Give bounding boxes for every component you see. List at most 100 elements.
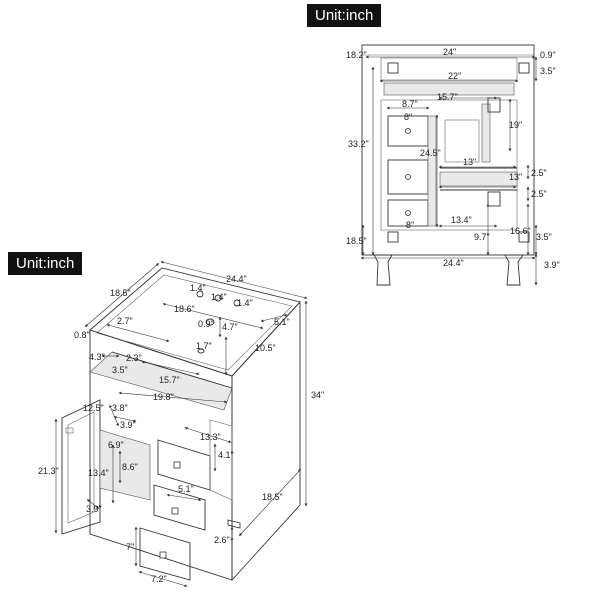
dim-3-9a-iso <box>113 415 137 423</box>
dim-7-2-iso <box>138 571 188 587</box>
label-24-5: 24.5" <box>420 148 441 158</box>
iso-label-18-5b: 18.5" <box>262 492 283 502</box>
leg-left <box>373 254 393 286</box>
label-3-5b: 3.5" <box>536 232 552 242</box>
side-drawer-1 <box>157 439 211 491</box>
dim-24-4-iso <box>160 260 308 300</box>
iso-label-3-9a: 3.9" <box>120 420 136 430</box>
label-3-9: 3.9" <box>544 260 560 270</box>
label-0-9: 0.9" <box>540 50 556 60</box>
iso-label-5-1b: 5.1" <box>178 484 194 494</box>
label-24-4: 24.4" <box>443 258 464 268</box>
dim-18-5-iso <box>84 263 160 327</box>
label-8b: 8" <box>406 220 414 230</box>
drawer-knob-3 <box>405 210 411 216</box>
iso-label-2-3: 2.3" <box>126 353 142 363</box>
drawer-knob-iso-1 <box>173 461 181 469</box>
open-door <box>61 399 101 535</box>
iso-label-0-8: 0.8" <box>74 330 90 340</box>
iso-label-3-5: 3.5" <box>112 365 128 375</box>
dim-18-5b-iso <box>238 468 302 537</box>
dim-18-6-iso <box>162 302 264 330</box>
label-16-6: 16.6" <box>510 226 531 236</box>
iso-label-18-5a: 18.5" <box>110 288 131 298</box>
drawer-knob-iso-2 <box>171 507 179 515</box>
top-right-hole <box>518 62 530 74</box>
iso-label-19-8: 19.8" <box>153 392 174 402</box>
iso-label-2-6: 2.6" <box>214 535 230 545</box>
iso-label-13-3: 13.3" <box>200 432 221 442</box>
label-22: 22" <box>448 71 461 81</box>
label-8a: 8" <box>404 112 412 122</box>
unit-badge-top: Unit:inch <box>307 4 382 27</box>
label-15-7: 15.7" <box>437 92 458 102</box>
inner-shelf-back <box>444 119 480 163</box>
drawer-knob-iso-3 <box>159 551 167 559</box>
dim-13-3-iso <box>184 427 232 443</box>
iso-label-1-4b: 1.4" <box>211 292 227 302</box>
bottom-left-hole <box>387 231 399 243</box>
iso-label-18-6: 18.6" <box>174 304 195 314</box>
unit-badge-left: Unit:inch <box>8 252 83 275</box>
drawer-slide-left <box>427 115 437 227</box>
drawer-runner <box>209 419 233 501</box>
label-8-7: 8.7" <box>402 99 418 109</box>
label-9-7: 9.7" <box>474 232 490 242</box>
label-33-2: 33.2" <box>348 139 369 149</box>
iso-label-7-2: 7.2" <box>151 574 167 584</box>
dim-15-7-iso <box>141 360 200 376</box>
label-18-5: 18.5" <box>346 236 367 246</box>
iso-leg <box>227 519 241 529</box>
iso-label-4-7: 4.7" <box>222 322 238 332</box>
iso-label-2-7: 2.7" <box>117 316 133 326</box>
cabinet-front-outline <box>361 44 535 256</box>
iso-label-4-3: 4.3" <box>89 352 105 362</box>
iso-label-4-1: 4.1" <box>218 450 234 460</box>
door-panel <box>67 411 95 524</box>
hinge-bottom <box>487 191 501 207</box>
label-18-2: 18.2" <box>346 50 367 60</box>
iso-label-6-9: 6.9" <box>108 440 124 450</box>
iso-label-8-6: 8.6" <box>122 462 138 472</box>
drawer-knob-2 <box>405 174 411 180</box>
dim-2-7-iso <box>106 323 170 343</box>
iso-label-24-4: 24.4" <box>226 274 247 284</box>
iso-label-5-1a: 5.1" <box>274 317 290 327</box>
dim-5-1-iso <box>260 313 288 323</box>
leg-right <box>504 254 524 286</box>
label-19: 19" <box>509 120 522 130</box>
iso-label-21-3: 21.3" <box>38 466 59 476</box>
shelf-board <box>439 171 518 187</box>
drawer-knob-1 <box>405 128 411 134</box>
iso-label-0-9: 0.9" <box>198 319 214 329</box>
iso-label-3-9b: 3.9" <box>86 504 102 514</box>
overflow-hole <box>197 348 205 354</box>
iso-label-10-5: 10.5" <box>255 343 276 353</box>
dim-19-8-iso <box>118 391 228 404</box>
iso-label-34: 34" <box>311 390 324 400</box>
flip-drawer <box>383 82 515 96</box>
iso-label-15-7: 15.7" <box>159 375 180 385</box>
iso-label-1-4c: 1.4" <box>237 298 253 308</box>
dim-3-9b-iso <box>86 499 100 509</box>
label-2-5b: 2.5" <box>531 189 547 199</box>
label-13b: 13" <box>509 172 522 182</box>
iso-label-1-7: 1.7" <box>196 341 212 351</box>
iso-label-7: 7" <box>126 542 134 552</box>
front-view: 18.2" 24" 0.9" 3.5" 22" 8.7" 15.7" 33.2"… <box>346 44 560 286</box>
interior-bay <box>380 99 518 231</box>
dim-5-1b-iso <box>166 493 202 502</box>
label-24: 24" <box>443 47 456 57</box>
label-13-4: 13.4" <box>451 215 472 225</box>
label-2-5a: 2.5" <box>531 168 547 178</box>
iso-label-3-8: 3.8" <box>112 403 128 413</box>
iso-label-12-5: 12.5" <box>83 403 104 413</box>
door-latch <box>65 427 74 434</box>
side-drawer-3 <box>139 527 191 581</box>
iso-label-13-4: 13.4" <box>88 468 109 478</box>
iso-front-face <box>89 329 233 581</box>
label-13a: 13" <box>463 157 476 167</box>
hinge-column <box>481 103 491 163</box>
label-3-5a: 3.5" <box>540 66 556 76</box>
